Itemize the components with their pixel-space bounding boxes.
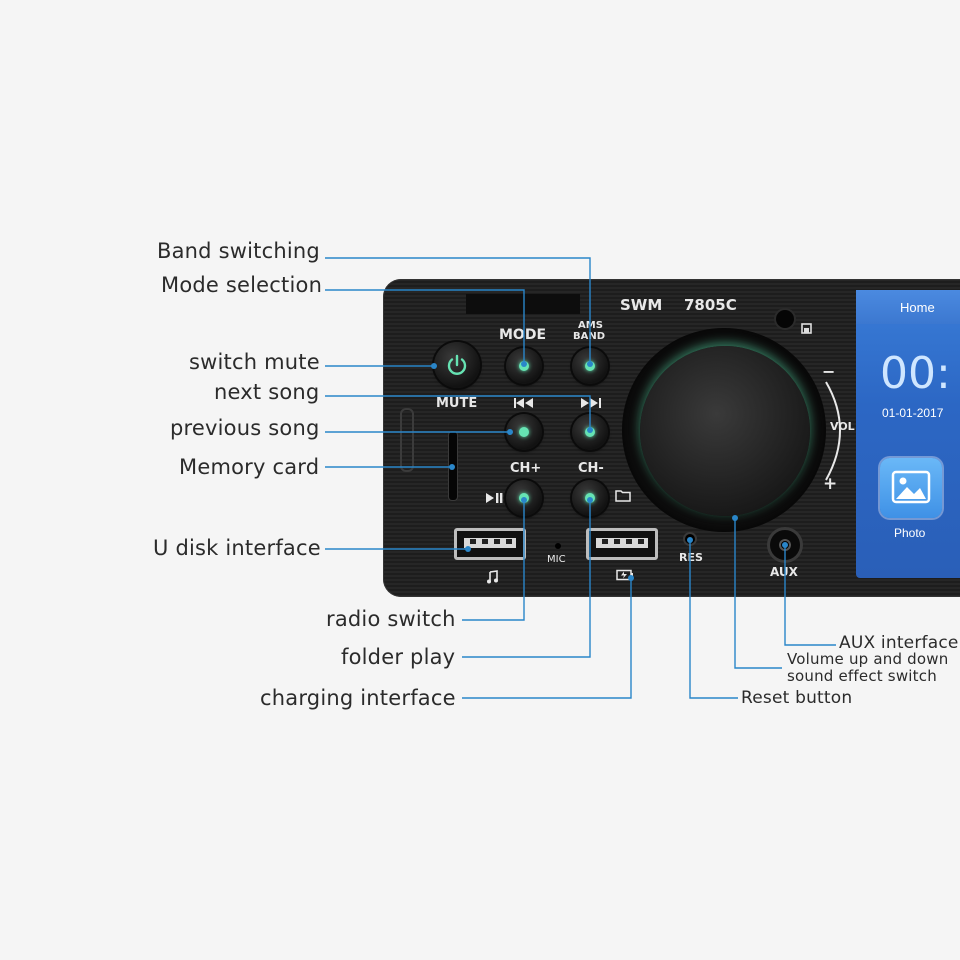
callout-switch-mute: switch mute	[189, 350, 320, 374]
callout-aux-interface: AUX interface	[839, 633, 959, 653]
screen-header-title[interactable]: Home	[900, 300, 935, 315]
photo-icon	[891, 470, 931, 504]
memory-card-groove	[400, 408, 414, 472]
callout-next-song: next song	[214, 380, 320, 404]
callout-reset-button: Reset button	[741, 688, 853, 708]
previous-led	[519, 427, 529, 437]
line-band-switching	[325, 257, 591, 364]
line-mode-selection	[325, 289, 525, 364]
line-reset	[689, 540, 738, 699]
usb-tongue	[464, 538, 516, 548]
mute-label: MUTE	[436, 396, 478, 411]
model-label: 7805C	[684, 296, 737, 314]
callout-folder-play: folder play	[341, 645, 456, 669]
callout-previous-song: previous song	[170, 416, 320, 440]
folder-icon	[615, 489, 631, 502]
line-next-song	[325, 395, 591, 430]
next-track-icon	[580, 396, 602, 408]
photo-app-tile[interactable]	[880, 458, 942, 518]
ir-sensor	[776, 310, 794, 328]
callout-volume-line1: Volume up and down	[787, 650, 949, 668]
screen-header-bar	[856, 290, 960, 324]
line-radio-switch	[462, 500, 525, 621]
screen-date: 01-01-2017	[882, 406, 944, 420]
mic-label: MIC	[547, 554, 566, 565]
music-note-icon	[486, 570, 498, 584]
aux-label: AUX	[770, 565, 798, 579]
volume-knob[interactable]	[640, 346, 810, 516]
callout-radio-switch: radio switch	[326, 607, 456, 631]
display-slot	[466, 294, 580, 314]
callout-mode-selection: Mode selection	[161, 273, 323, 297]
usb-port-right[interactable]	[586, 528, 658, 560]
previous-track-icon	[513, 396, 535, 408]
power-icon	[445, 353, 469, 377]
ch-minus-label: CH-	[578, 461, 604, 476]
line-folder-play	[462, 500, 591, 658]
brand-label: SWM	[620, 296, 663, 314]
mic-hole	[555, 543, 561, 549]
usb-tongue-right	[596, 538, 648, 548]
callout-charging: charging interface	[260, 686, 456, 710]
ch-plus-label: CH+	[510, 461, 542, 476]
line-volume	[734, 518, 782, 669]
line-charging	[462, 578, 632, 699]
callout-volume-line2: sound effect switch	[787, 667, 937, 685]
photo-tile-label: Photo	[894, 526, 926, 540]
callout-u-disk: U disk interface	[153, 536, 321, 560]
vol-minus: −	[822, 362, 836, 381]
band-label: BAND	[573, 331, 606, 342]
volume-arc	[820, 372, 856, 492]
screen-clock: 00:	[880, 348, 951, 399]
res-label: RES	[679, 551, 703, 564]
source-icon	[800, 322, 814, 336]
lcd-screen[interactable]: Home 00: 01-01-2017 Photo	[856, 290, 960, 578]
play-pause-icon	[485, 491, 503, 503]
mode-label: MODE	[499, 327, 547, 343]
callout-band-switching: Band switching	[157, 239, 320, 263]
line-aux	[784, 545, 836, 646]
mute-power-button[interactable]	[434, 342, 480, 388]
vol-label: VOL	[830, 420, 855, 433]
vol-plus: +	[823, 474, 838, 494]
callout-memory-card: Memory card	[179, 455, 320, 479]
